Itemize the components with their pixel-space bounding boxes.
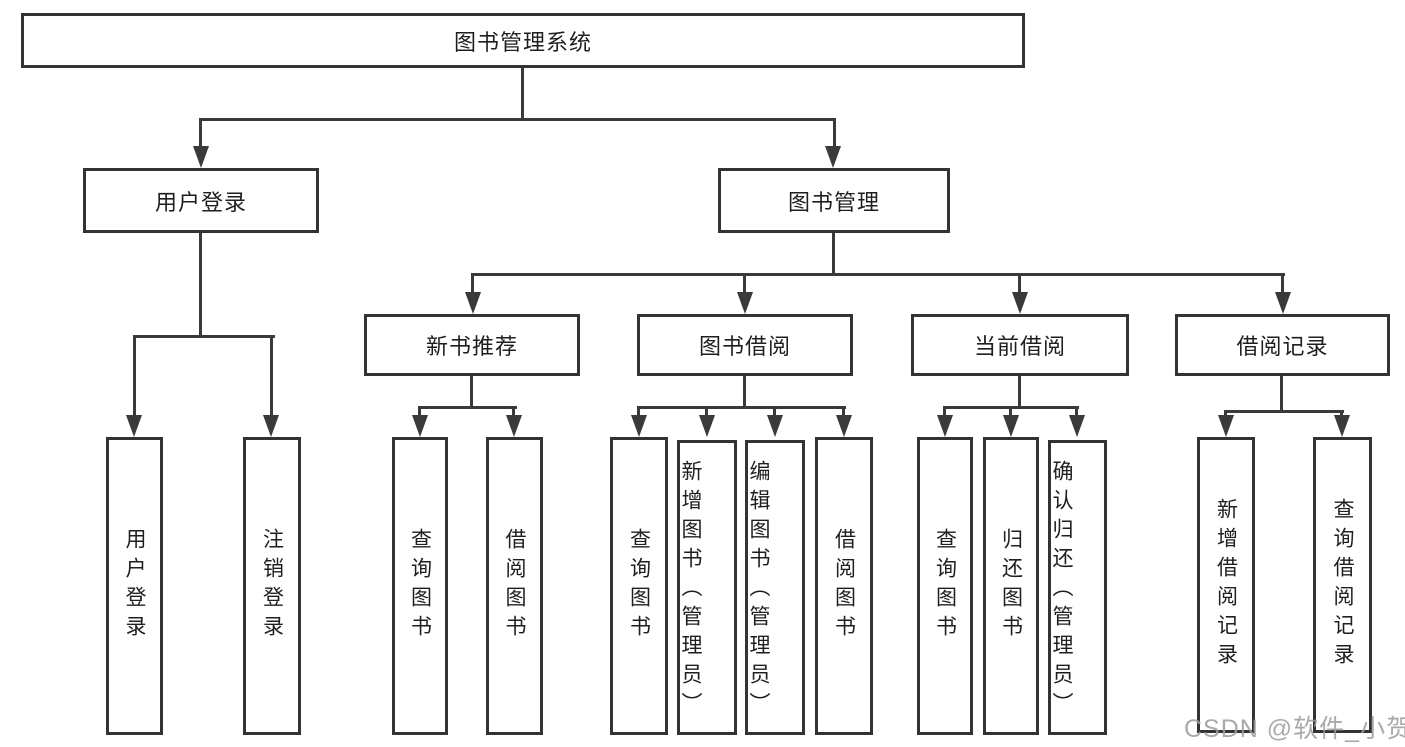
arrow-down-icon: [1275, 292, 1291, 314]
connector-current-branch: [1075, 406, 1078, 415]
connector-recommend-branch: [418, 406, 421, 415]
node-current-borrow: 当前借阅: [911, 314, 1129, 376]
connector-bookmgmt-branch: [1281, 273, 1284, 292]
leaf-label: 确认归还（管理员）: [1050, 460, 1073, 721]
leaf-label: 借阅图书: [503, 528, 526, 644]
connector-userlogin-stem: [199, 233, 202, 335]
node-label: 图书管理系统: [453, 29, 592, 55]
node-label: 借阅记录: [1236, 334, 1329, 359]
node-user-login: 用户登录: [83, 168, 319, 233]
arrow-down-icon: [699, 415, 715, 437]
arrow-down-icon: [1003, 415, 1019, 437]
node-book-borrow: 图书借阅: [637, 314, 853, 376]
connector-borrow-branch: [773, 406, 776, 415]
connector-bookmgmt-bus: [471, 273, 1285, 276]
node-library-management-system: 图书管理系统: [21, 13, 1025, 68]
node-label: 当前借阅: [973, 334, 1066, 359]
connector-bookmgmt-branch: [743, 273, 746, 292]
arrow-down-icon: [465, 292, 481, 314]
connector-root-branch-left: [199, 118, 202, 146]
leaf-add-book-admin: 新增图书（管理员）: [677, 440, 737, 735]
node-label: 图书借阅: [698, 334, 791, 359]
connector-bookmgmt-branch: [471, 273, 474, 292]
arrow-down-icon: [1218, 415, 1234, 437]
arrow-down-icon: [631, 415, 647, 437]
leaf-label: 编辑图书（管理员）: [747, 460, 770, 721]
arrow-down-icon: [767, 415, 783, 437]
leaf-query-borrow-record: 查询借阅记录: [1313, 437, 1372, 733]
arrow-down-icon: [193, 146, 209, 168]
leaf-label: 查询图书: [408, 528, 432, 644]
arrow-down-icon: [937, 415, 953, 437]
leaf-add-borrow-record: 新增借阅记录: [1197, 437, 1255, 733]
watermark: CSDN @软件_小贺同学: [1184, 715, 1405, 743]
arrow-down-icon: [506, 415, 522, 437]
leaf-label: 用户登录: [123, 528, 146, 644]
leaf-user-login: 用户登录: [106, 437, 163, 735]
connector-borrow-branch: [842, 406, 845, 415]
leaf-label: 查询借阅记录: [1331, 498, 1354, 672]
leaf-label: 归还图书: [999, 528, 1023, 644]
leaf-logout: 注销登录: [243, 437, 301, 735]
connector-borrow-branch: [637, 406, 640, 415]
arrow-down-icon: [1334, 415, 1350, 437]
leaf-label: 新增借阅记录: [1214, 498, 1238, 672]
leaf-confirm-return-admin: 确认归还（管理员）: [1048, 440, 1107, 735]
arrow-down-icon: [836, 415, 852, 437]
connector-bookmgmt-branch: [1018, 273, 1021, 292]
connector-records-bus: [1224, 410, 1344, 413]
connector-recommend-branch: [512, 406, 515, 415]
arrow-down-icon: [126, 415, 142, 437]
leaf-label: 查询图书: [627, 528, 651, 644]
arrow-down-icon: [263, 415, 279, 437]
leaf-label: 新增图书（管理员）: [679, 460, 702, 721]
leaf-return-books: 归还图书: [983, 437, 1039, 735]
connector-root-stem: [521, 68, 524, 118]
leaf-query-books: 查询图书: [917, 437, 973, 735]
connector-borrow-stem: [743, 376, 746, 406]
connector-current-branch: [1009, 406, 1012, 415]
connector-records-stem: [1280, 376, 1283, 410]
connector-root-bus: [199, 118, 836, 121]
connector-borrow-branch: [705, 406, 708, 415]
connector-records-branch: [1340, 410, 1343, 415]
node-book-management: 图书管理: [718, 168, 950, 233]
connector-current-branch: [943, 406, 946, 415]
node-label: 用户登录: [154, 189, 247, 215]
connector-recommend-bus: [418, 406, 517, 409]
connector-records-branch: [1224, 410, 1227, 415]
arrow-down-icon: [1012, 292, 1028, 314]
arrow-down-icon: [825, 146, 841, 168]
connector-current-stem: [1018, 376, 1021, 406]
connector-bookmgmt-stem: [832, 233, 835, 273]
node-label: 图书管理: [787, 189, 880, 215]
node-borrow-records: 借阅记录: [1175, 314, 1390, 376]
connector-userlogin-branch: [270, 335, 273, 415]
node-new-book-recommend: 新书推荐: [364, 314, 580, 376]
connector-recommend-stem: [470, 376, 473, 406]
leaf-borrow-books: 借阅图书: [486, 437, 543, 735]
leaf-query-books: 查询图书: [610, 437, 668, 735]
leaf-label: 注销登录: [260, 528, 284, 644]
leaf-edit-book-admin: 编辑图书（管理员）: [745, 440, 805, 735]
leaf-label: 借阅图书: [832, 528, 856, 644]
arrow-down-icon: [412, 415, 428, 437]
connector-root-branch-right: [833, 118, 836, 146]
connector-userlogin-branch: [133, 335, 136, 415]
arrow-down-icon: [1069, 415, 1085, 437]
connector-userlogin-bus: [133, 335, 275, 338]
connector-borrow-bus: [637, 406, 846, 409]
leaf-query-books: 查询图书: [392, 437, 448, 735]
node-label: 新书推荐: [425, 334, 518, 359]
arrow-down-icon: [737, 292, 753, 314]
leaf-borrow-books: 借阅图书: [815, 437, 873, 735]
leaf-label: 查询图书: [933, 528, 957, 644]
